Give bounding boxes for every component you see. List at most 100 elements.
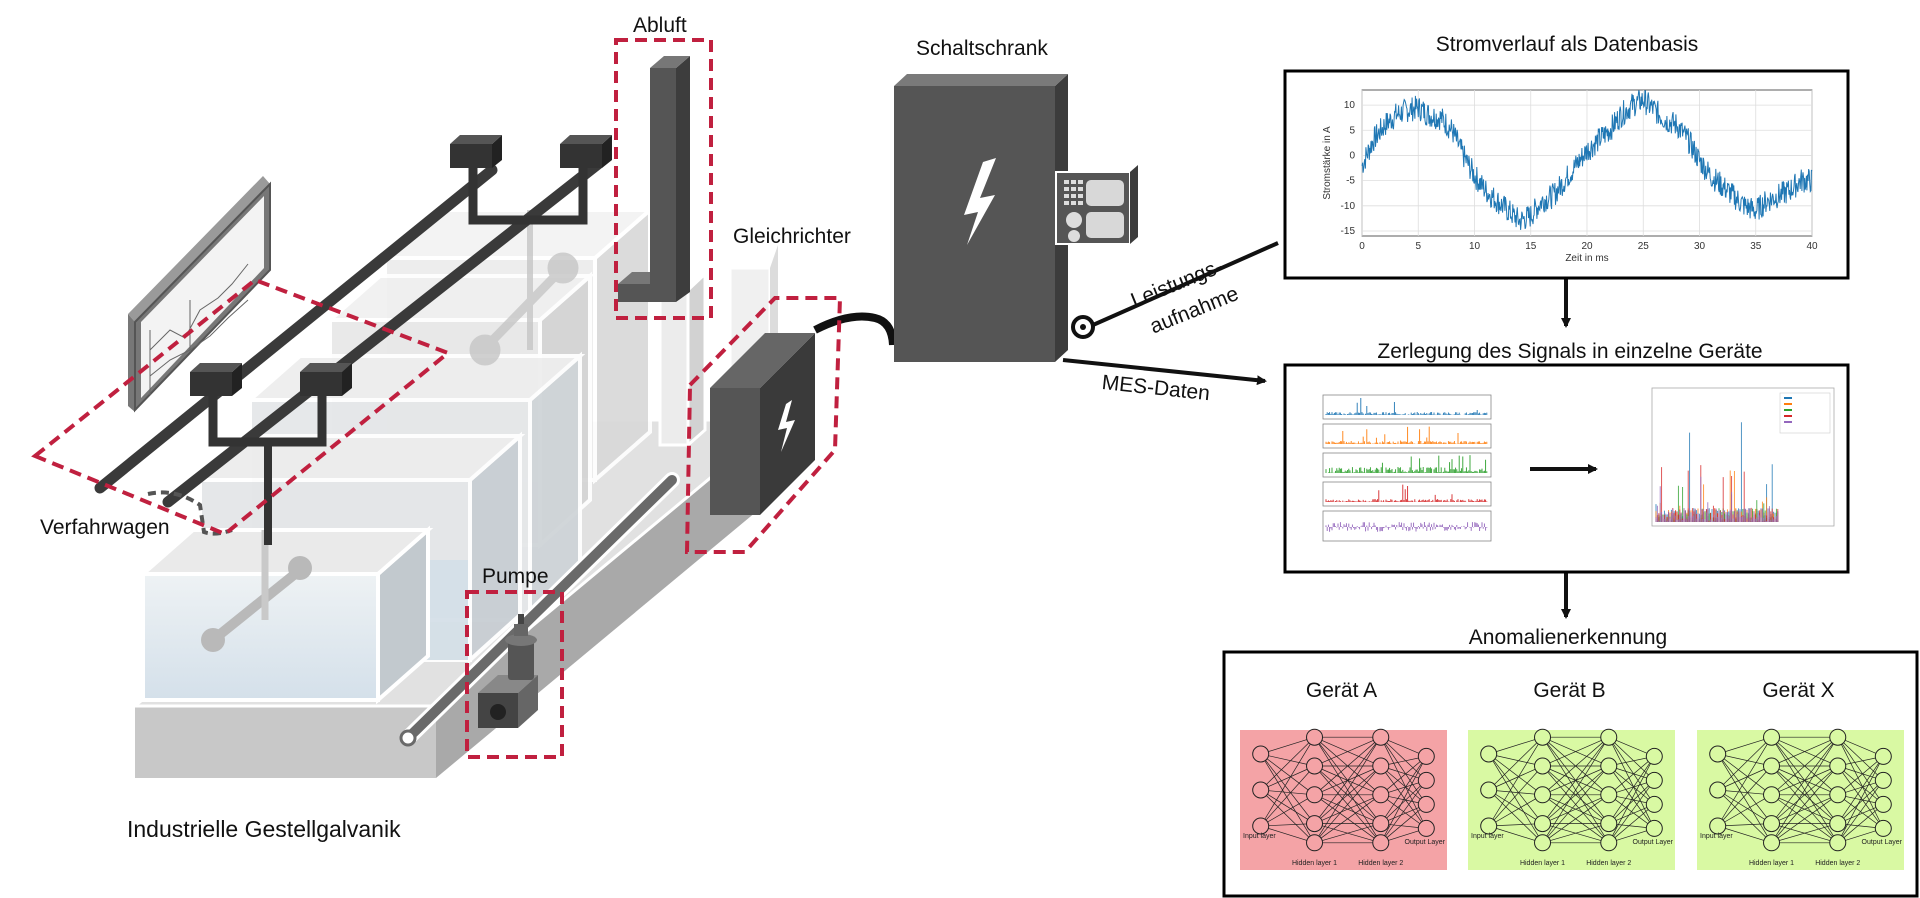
nn-node [1252, 817, 1270, 835]
decomposition-subplots [1322, 387, 1835, 542]
nn-node [1417, 819, 1435, 837]
x-tick-label: 15 [1525, 241, 1537, 252]
wagon-dashed [147, 490, 233, 536]
nn-edge [1717, 736, 1772, 791]
nn-node [1480, 817, 1498, 835]
nn-edge [1380, 756, 1427, 796]
nn-layer-label: Input layer [1471, 833, 1504, 840]
nn-edge [1488, 789, 1543, 796]
tank-front [137, 525, 434, 705]
nn-layer-label: Input layer [1243, 833, 1276, 840]
nn-edge [1314, 736, 1381, 796]
y-tick-label: 5 [1349, 125, 1355, 136]
nn-node [1600, 757, 1618, 775]
nn-edge [1488, 753, 1543, 796]
nn-edge [1488, 753, 1543, 824]
nn-edge [1314, 736, 1382, 824]
nn-node [1252, 745, 1270, 763]
device-title: Gerät A [1306, 679, 1377, 702]
nn-node [1534, 786, 1552, 804]
x-tick-label: 5 [1415, 241, 1421, 252]
lightning-icon [964, 158, 996, 245]
nn-edge [1608, 756, 1655, 824]
nn-edge [1837, 756, 1884, 796]
nn-node [1306, 786, 1324, 804]
nn-edge [1488, 794, 1543, 827]
nn-node [1600, 786, 1618, 804]
title-anomalienerkennung: Anomalienerkennung [1468, 626, 1668, 649]
nn-edge [1380, 780, 1427, 824]
nn-edge [1488, 736, 1543, 755]
x-tick-label: 20 [1581, 241, 1593, 252]
device-subplot-trace [1325, 397, 1488, 415]
nn-node [1600, 815, 1618, 833]
nn-edge [1771, 736, 1838, 796]
nn-node [1372, 728, 1390, 746]
exhaust-stack [618, 56, 690, 302]
nn-edge [1260, 753, 1315, 767]
device-title: Gerät X [1762, 679, 1834, 702]
nn-node [1252, 781, 1270, 799]
nn-node [1306, 757, 1324, 775]
nn-edge [1488, 737, 1543, 827]
nn-edge [1608, 780, 1655, 824]
nn-node [1372, 834, 1390, 852]
trolley-back [450, 135, 612, 225]
nn-node [1600, 834, 1618, 852]
trolley-front [190, 363, 352, 545]
nn-edge [1608, 804, 1655, 844]
y-tick-label: 0 [1349, 150, 1355, 161]
nn-edge [1380, 756, 1427, 824]
device-subplot-trace [1325, 484, 1488, 502]
nn-layer-label: Hidden layer 1 [1292, 860, 1337, 867]
nn-edge [1380, 756, 1427, 843]
nn-node [1645, 819, 1663, 837]
nn-edge [1260, 789, 1315, 824]
nn-edge [1771, 794, 1838, 844]
nn-edge [1717, 789, 1772, 844]
nn-edge [1771, 794, 1838, 824]
label-abluft: Abluft [633, 14, 687, 37]
nn-edge [1314, 736, 1381, 767]
nn-node [1600, 728, 1618, 746]
nn-layer-label: Output Layer [1405, 839, 1446, 846]
nn-edge [1542, 794, 1609, 844]
nn-layer-label: Hidden layer 1 [1749, 860, 1794, 867]
nn-node [1306, 834, 1324, 852]
x-tick-label: 25 [1638, 241, 1650, 252]
nn-edge [1608, 736, 1655, 781]
nn-edge [1260, 825, 1315, 844]
nn-node [1829, 757, 1847, 775]
nn-edge [1771, 823, 1838, 844]
nn-edge [1542, 823, 1609, 844]
label-pumpe: Pumpe [482, 565, 549, 588]
nn-node [1534, 757, 1552, 775]
nn-edge [1380, 765, 1427, 805]
x-tick-label: 40 [1806, 241, 1818, 252]
nn-edge [1608, 765, 1655, 829]
nn-edge [1260, 737, 1315, 827]
nn-edge [1380, 736, 1427, 781]
nn-edge [1608, 780, 1655, 844]
nn-node [1874, 771, 1892, 789]
plating-line-illustration [31, 38, 897, 778]
nn-node [1829, 786, 1847, 804]
nn-edge [1717, 753, 1772, 824]
nn-edge [1717, 789, 1772, 824]
device-subplot-trace [1325, 426, 1488, 444]
nn-edge [1260, 794, 1315, 827]
nn-node [1534, 834, 1552, 852]
nn-edge [1771, 736, 1838, 767]
nn-edge [1717, 825, 1772, 844]
nn-node [1763, 786, 1781, 804]
nn-node [1417, 795, 1435, 813]
nn-edge [1488, 736, 1543, 791]
nn-edge [1608, 756, 1655, 843]
nn-edge [1608, 737, 1655, 805]
nn-edge [1542, 794, 1609, 824]
nn-edge [1314, 794, 1381, 844]
